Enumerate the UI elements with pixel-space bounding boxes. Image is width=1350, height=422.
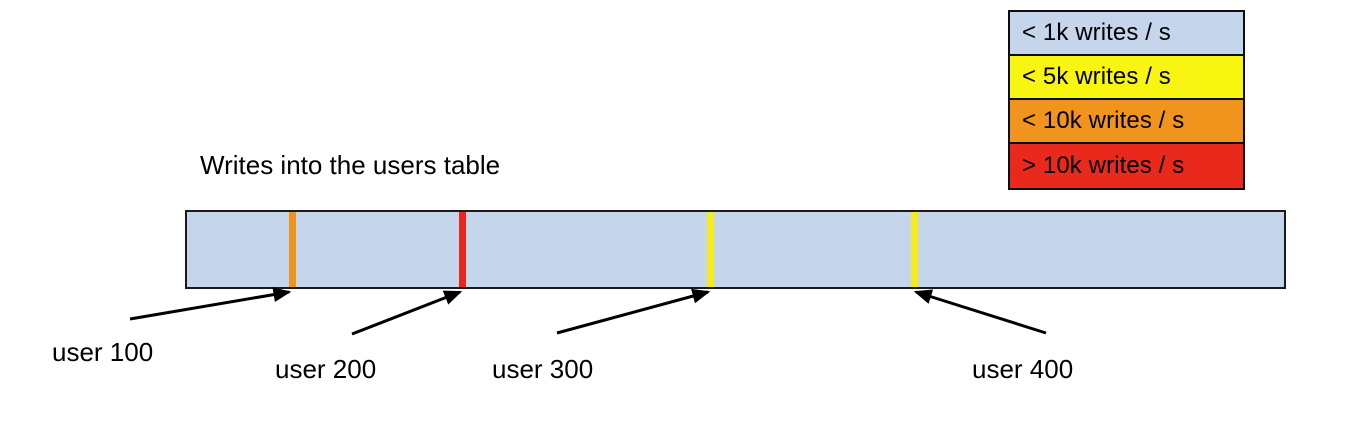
arrow-2 [351, 290, 463, 336]
legend-row-over-10k: > 10k writes / s [1010, 144, 1243, 188]
legend-label-under-5k: < 5k writes / s [1022, 63, 1171, 90]
pointer-label-user-400: user 400 [972, 354, 1074, 384]
legend-label-under-10k: < 10k writes / s [1022, 107, 1185, 134]
diagram-caption: Writes into the users table [200, 150, 501, 180]
legend-row-under-1k: < 1k writes / s [1010, 12, 1243, 56]
arrow-4 [913, 289, 1047, 335]
arrow-3 [556, 288, 711, 335]
pointer-label-user-200: user 200 [275, 354, 377, 384]
legend-row-under-5k: < 5k writes / s [1010, 56, 1243, 100]
legend: < 1k writes / s < 5k writes / s < 10k wr… [1008, 10, 1245, 190]
legend-row-under-10k: < 10k writes / s [1010, 100, 1243, 144]
marker-user-300 [707, 212, 714, 287]
arrow-1 [129, 287, 292, 321]
marker-user-100 [289, 212, 296, 287]
pointer-label-user-300: user 300 [492, 354, 594, 384]
users-table-bar [185, 210, 1286, 289]
legend-label-under-1k: < 1k writes / s [1022, 19, 1171, 46]
marker-user-400 [911, 212, 918, 287]
pointer-label-user-100: user 100 [52, 337, 154, 367]
marker-user-200 [459, 212, 466, 287]
legend-label-over-10k: > 10k writes / s [1022, 152, 1185, 179]
